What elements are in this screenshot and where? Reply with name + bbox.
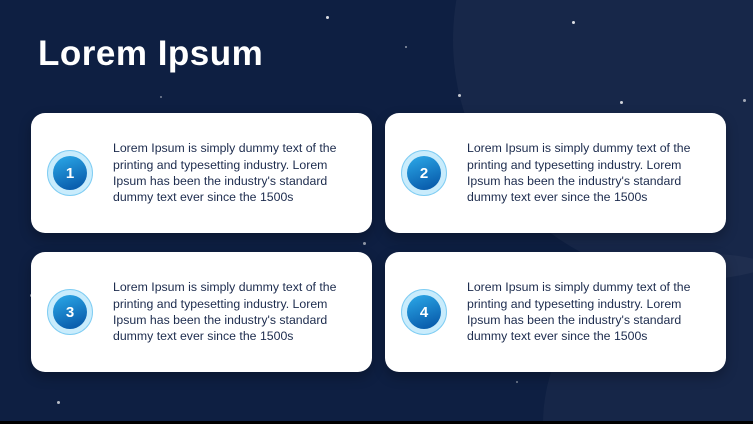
badge-number: 1	[53, 156, 87, 190]
card-body-text: Lorem Ipsum is simply dummy text of the …	[113, 280, 337, 344]
card-body-text: Lorem Ipsum is simply dummy text of the …	[113, 141, 337, 205]
star-dot	[743, 99, 746, 102]
info-card-4: 4 Lorem Ipsum is simply dummy text of th…	[385, 252, 726, 372]
star-dot	[326, 16, 329, 19]
star-dot	[405, 46, 407, 48]
number-badge-4: 4	[401, 289, 447, 335]
cards-grid: 1 Lorem Ipsum is simply dummy text of th…	[31, 113, 726, 372]
star-dot	[57, 401, 60, 404]
bottom-edge	[0, 421, 753, 424]
badge-number: 4	[407, 295, 441, 329]
star-dot	[572, 21, 575, 24]
badge-number: 2	[407, 156, 441, 190]
star-dot	[620, 101, 623, 104]
info-card-1: 1 Lorem Ipsum is simply dummy text of th…	[31, 113, 372, 233]
star-dot	[516, 381, 518, 383]
badge-number: 3	[53, 295, 87, 329]
card-body-text: Lorem Ipsum is simply dummy text of the …	[467, 141, 691, 205]
star-dot	[458, 94, 461, 97]
info-card-2: 2 Lorem Ipsum is simply dummy text of th…	[385, 113, 726, 233]
number-badge-2: 2	[401, 150, 447, 196]
number-badge-3: 3	[47, 289, 93, 335]
info-card-3: 3 Lorem Ipsum is simply dummy text of th…	[31, 252, 372, 372]
number-badge-1: 1	[47, 150, 93, 196]
card-body-text: Lorem Ipsum is simply dummy text of the …	[467, 280, 691, 344]
slide-title: Lorem Ipsum	[38, 34, 264, 73]
star-dot	[160, 96, 162, 98]
